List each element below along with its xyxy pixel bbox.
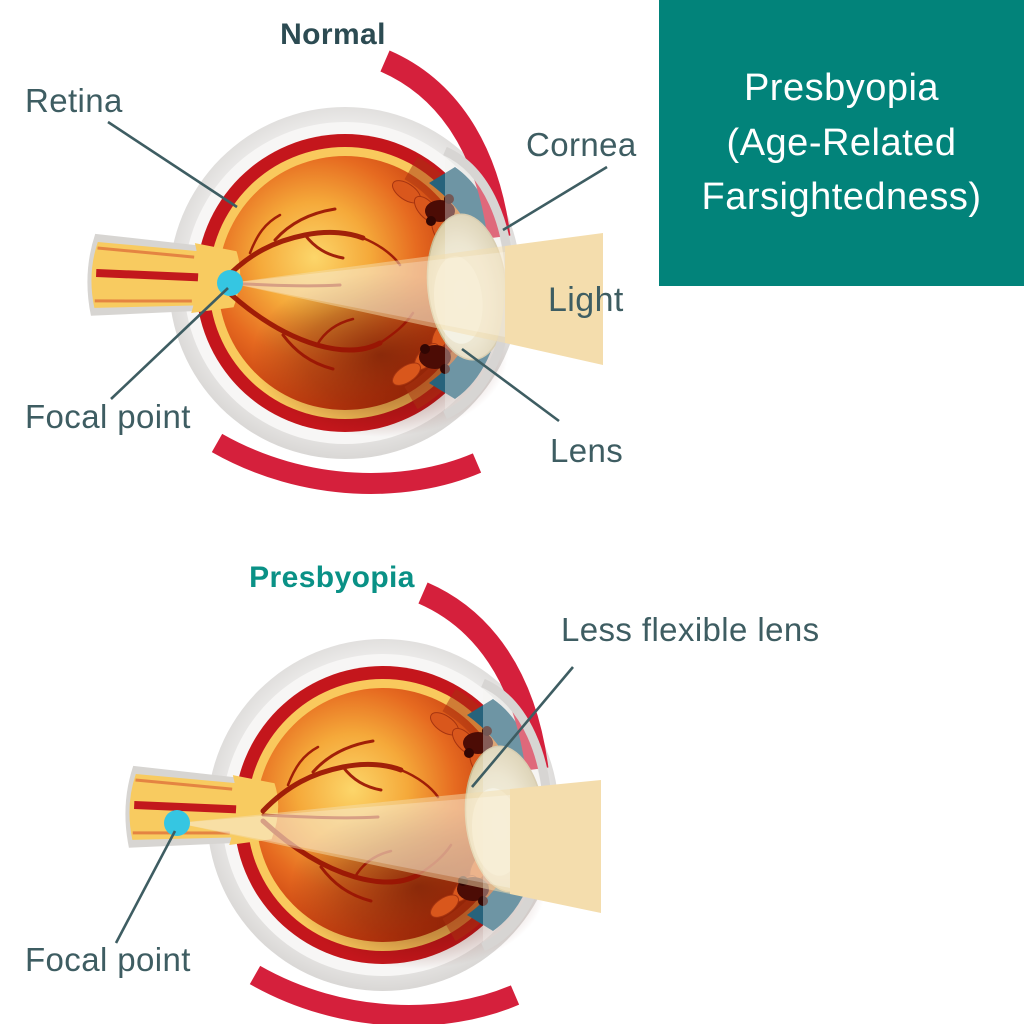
presbyopia-light-beam-inner [177,789,510,894]
retina-label: Retina [25,82,123,119]
normal-focal-point-leader-line [110,287,229,400]
lens-leader-line [461,347,560,423]
light-label: Light [548,281,624,319]
normal-diagram-title: Normal [280,18,386,51]
presbyopia-light-beam-outer [510,780,601,913]
title-panel-line-3: Farsightedness) [701,176,982,219]
normal-focal-point-label: Focal point [25,398,191,435]
less-flexible-lens-leader-line [471,666,574,788]
presbyopia-diagram-title: Presbyopia [249,561,415,594]
retina-leader-line [107,120,238,209]
presbyopia-focal-point-dot [164,810,190,836]
normal-light-beam-outer [505,233,603,365]
title-panel-line-2: (Age-Related [726,121,957,164]
presbyopia-focal-point-label: Focal point [25,941,191,978]
presbyopia-light-beam-highlight [177,795,510,888]
title-panel-line-1: Presbyopia [743,66,940,109]
normal-focal-point-dot [217,270,243,296]
cornea-leader-line [502,165,608,232]
lens-label: Lens [550,432,624,469]
cornea-label: Cornea [526,126,637,163]
normal-light-beam-inner [230,246,505,343]
title-panel: Presbyopia (Age-Related Farsightedness) [659,0,1024,286]
presbyopia-focal-point-leader-line [114,830,177,944]
normal-light-beam-highlight [230,252,505,337]
less-flexible-lens-label: Less flexible lens [561,611,820,648]
